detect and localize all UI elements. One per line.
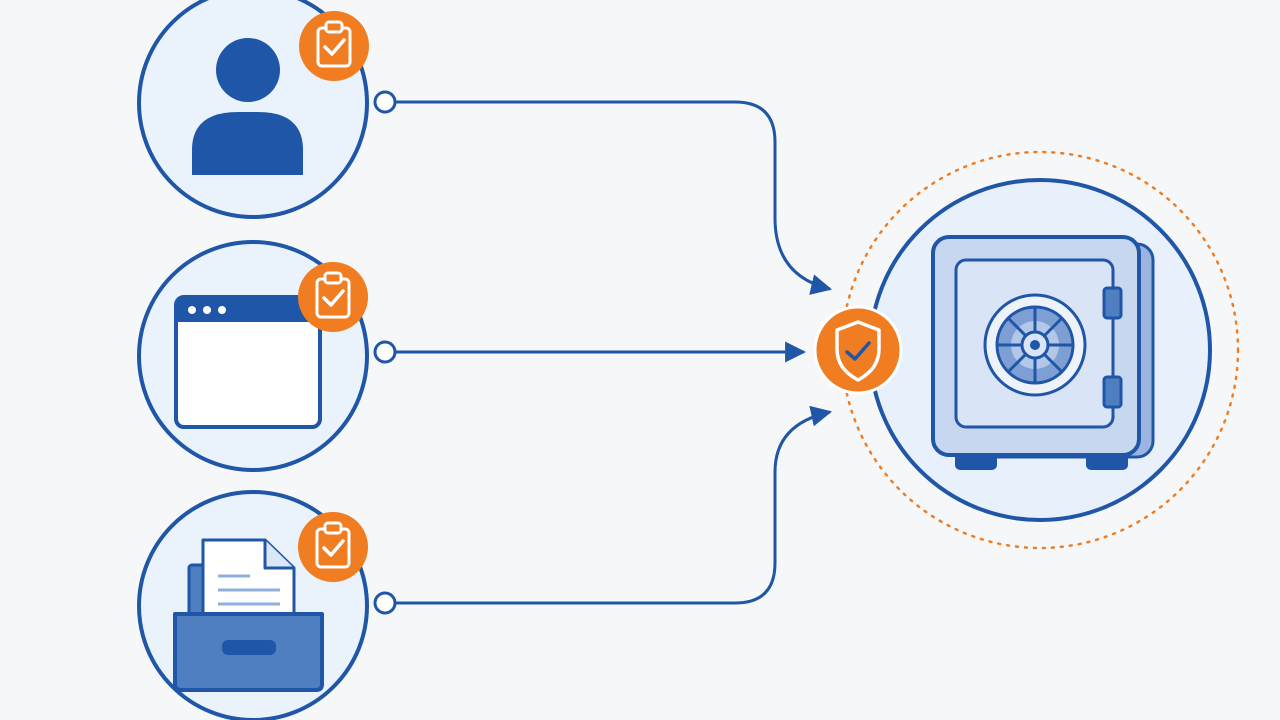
connector-port-window: [373, 340, 397, 364]
clipboard-check-icon: [298, 262, 368, 332]
connector-archive-to-shield: [396, 405, 833, 605]
file-drawer-icon: [173, 538, 324, 692]
source-node-archive: [137, 490, 397, 720]
vault-safe-icon: [931, 235, 1155, 470]
browser-window-icon: [174, 295, 322, 429]
clipboard-check-icon: [299, 11, 369, 81]
destination-vault-node: [840, 150, 1240, 550]
user-icon: [192, 38, 303, 175]
connector-port-user: [373, 90, 397, 114]
connector-user-to-shield: [396, 100, 833, 295]
source-node-user: [137, 0, 397, 219]
connector-port-archive: [373, 591, 397, 615]
shield-check-icon: [813, 305, 903, 395]
vault-dial-icon: [983, 293, 1087, 397]
clipboard-check-icon: [298, 512, 368, 582]
source-node-window: [137, 240, 397, 472]
